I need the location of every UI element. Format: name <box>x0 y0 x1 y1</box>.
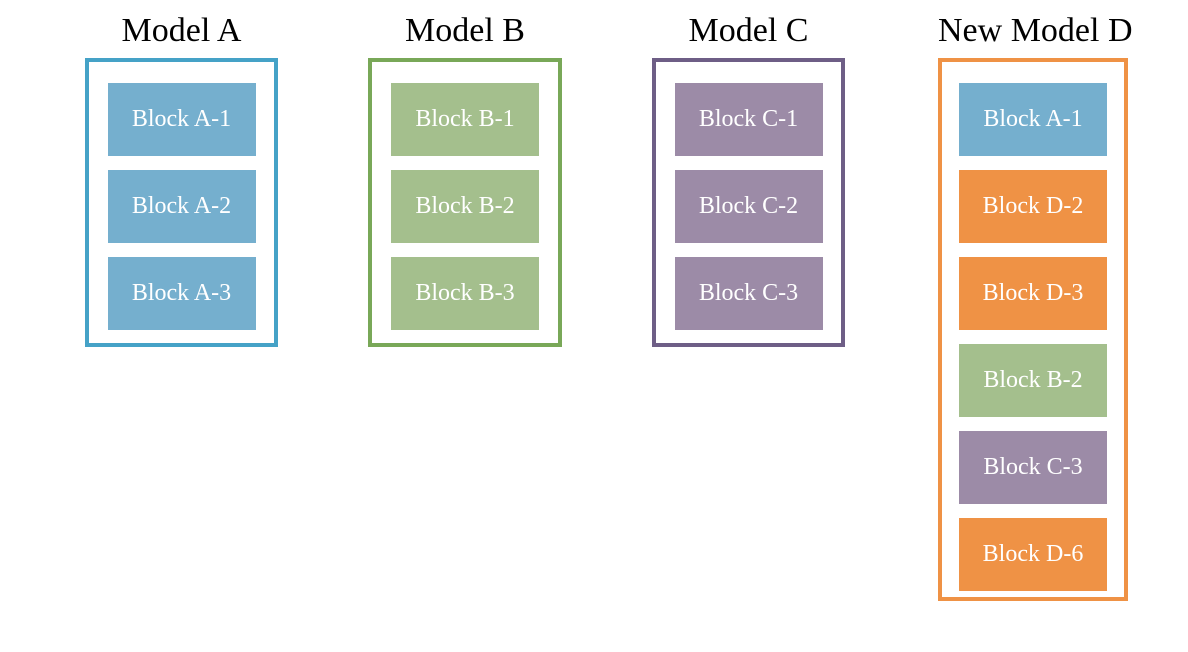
block-d-6: Block D-6 <box>959 518 1107 591</box>
block-c-2: Block C-2 <box>674 170 823 243</box>
block-a-1: Block A-1 <box>107 83 256 156</box>
model-b-title: Model B <box>405 12 525 49</box>
block-b-3: Block B-3 <box>391 257 539 330</box>
block-d-2: Block D-2 <box>959 170 1107 243</box>
block-a-3: Block A-3 <box>107 257 256 330</box>
new-model-d-title: New Model D <box>938 12 1133 49</box>
new-model-d-column: New Model D Block A-1 Block D-2 Block D-… <box>938 8 1133 601</box>
model-b-box: Block B-1 Block B-2 Block B-3 <box>368 58 562 347</box>
block-b-1: Block B-1 <box>391 83 539 156</box>
model-b-column: Model B Block B-1 Block B-2 Block B-3 <box>368 8 562 347</box>
block-d-3: Block D-3 <box>959 257 1107 330</box>
block-c-3: Block C-3 <box>674 257 823 330</box>
model-a-column: Model A Block A-1 Block A-2 Block A-3 <box>85 8 278 347</box>
block-d-a-1: Block A-1 <box>959 83 1107 156</box>
model-c-title: Model C <box>688 12 809 49</box>
model-c-box: Block C-1 Block C-2 Block C-3 <box>652 58 845 347</box>
block-c-1: Block C-1 <box>674 83 823 156</box>
block-d-c-3: Block C-3 <box>959 431 1107 504</box>
block-b-2: Block B-2 <box>391 170 539 243</box>
model-a-title: Model A <box>121 12 242 49</box>
new-model-d-box: Block A-1 Block D-2 Block D-3 Block B-2 … <box>938 58 1128 601</box>
block-d-b-2: Block B-2 <box>959 344 1107 417</box>
model-c-column: Model C Block C-1 Block C-2 Block C-3 <box>652 8 845 347</box>
block-a-2: Block A-2 <box>107 170 256 243</box>
model-a-box: Block A-1 Block A-2 Block A-3 <box>85 58 278 347</box>
